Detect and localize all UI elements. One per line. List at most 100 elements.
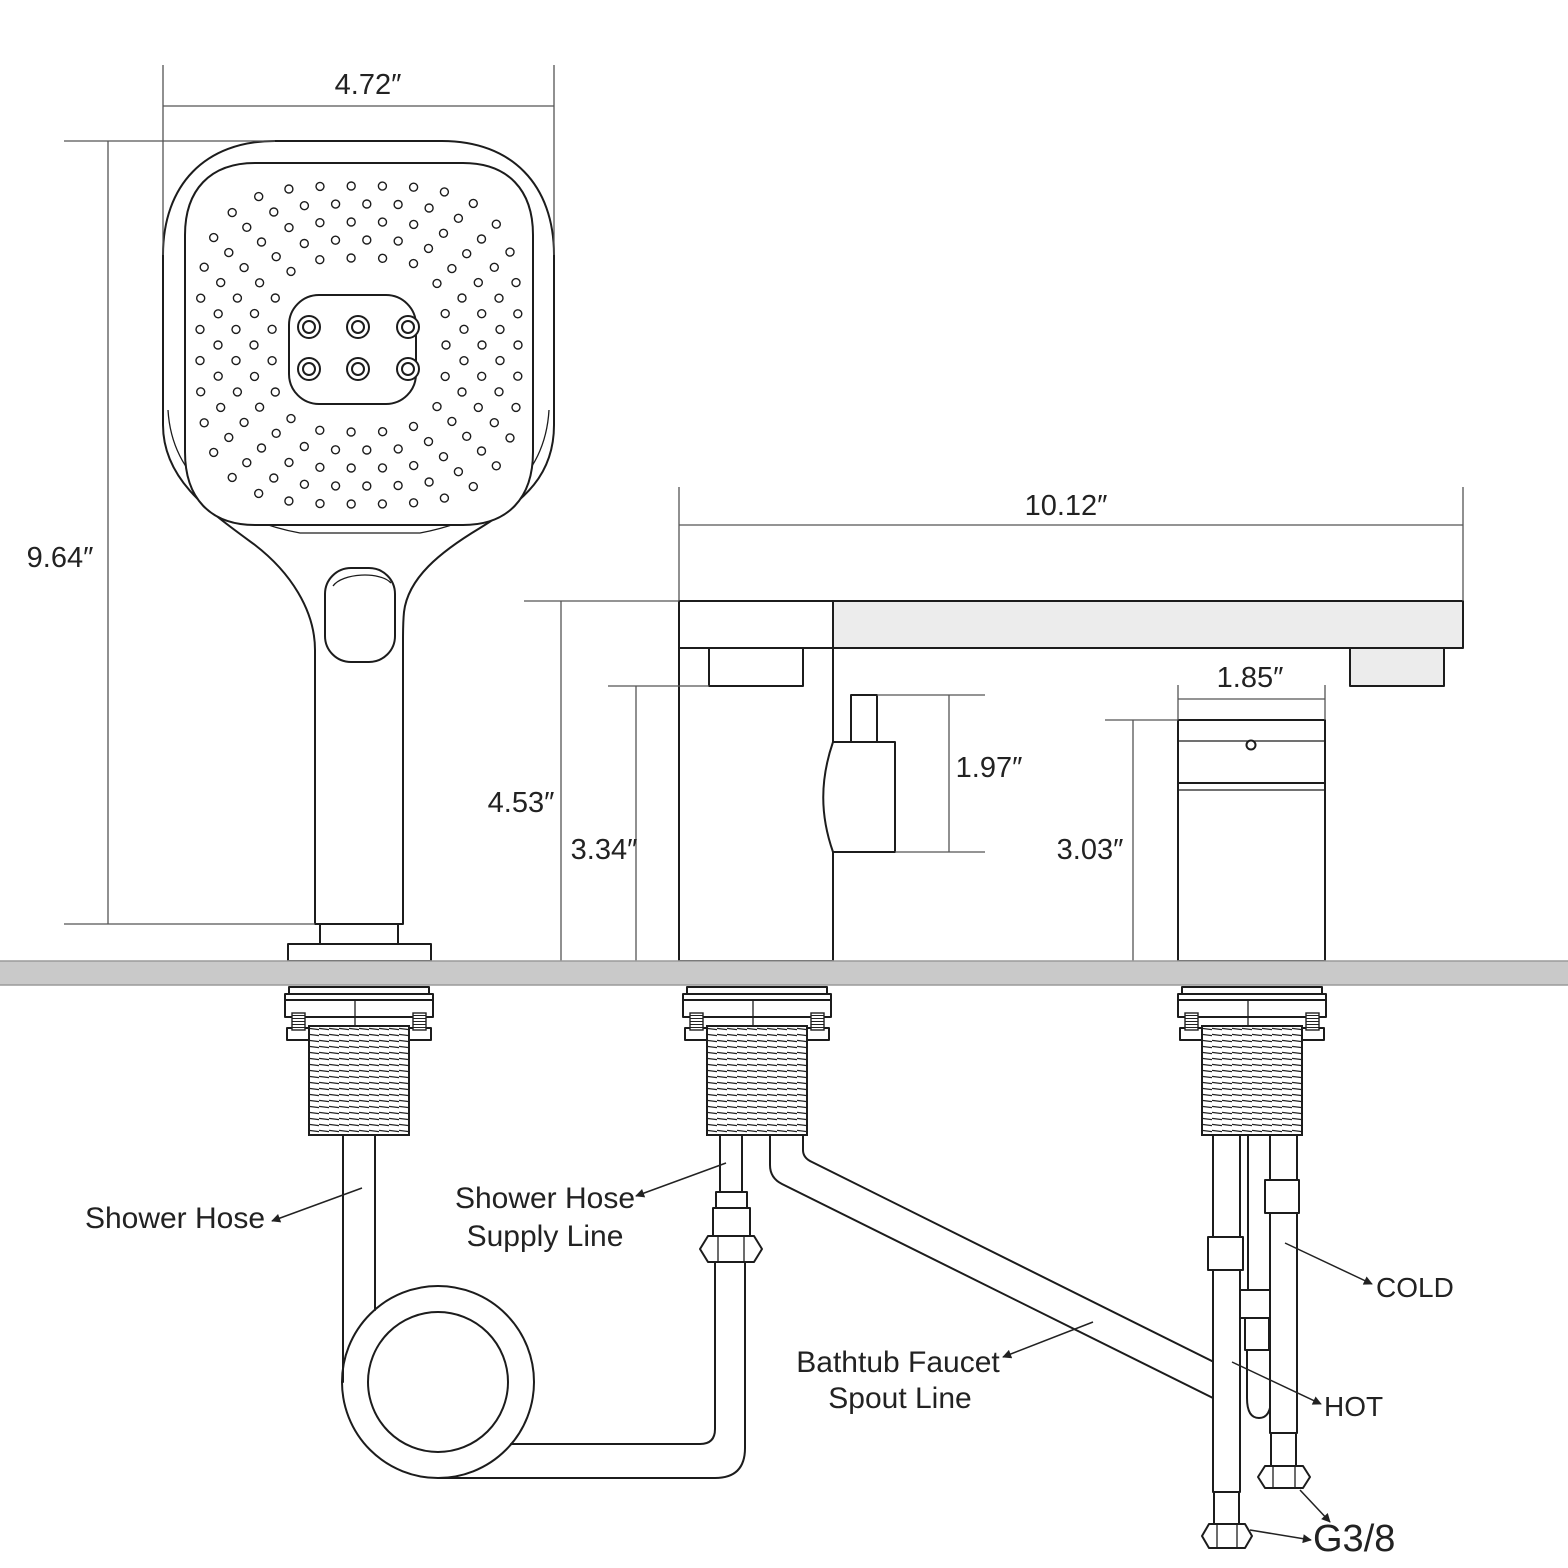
- cold-coupling: [1264, 1179, 1300, 1214]
- spray-hole: [227, 472, 237, 483]
- spray-hole: [441, 340, 451, 350]
- dimension-head-width: 4.72″: [162, 65, 555, 255]
- mount-bolt: [291, 1012, 306, 1031]
- spray-hole: [269, 473, 279, 483]
- label-spout-line-2: Spout Line: [828, 1382, 971, 1415]
- dimension-handle-height-text: 3.03″: [1057, 834, 1124, 866]
- spray-hole: [256, 237, 267, 247]
- dimension-diverter-height: 1.97″: [877, 694, 1022, 853]
- spout-return-coupling: [1237, 1289, 1272, 1319]
- spray-hole: [459, 356, 469, 366]
- handle-stem: [1177, 782, 1326, 962]
- callout-shower-hose: Shower Hose: [85, 1187, 363, 1235]
- handle-lever: [1177, 719, 1326, 784]
- spray-hole: [494, 293, 504, 303]
- spray-hole: [453, 467, 464, 477]
- tub-deck: [0, 960, 1568, 986]
- label-cold: COLD: [1376, 1272, 1454, 1303]
- spray-hole: [447, 263, 457, 274]
- spray-hole: [239, 417, 249, 428]
- supply-hex-nut: [699, 1235, 763, 1263]
- spray-hole: [213, 340, 223, 350]
- diverter-grip: [822, 741, 896, 853]
- spray-hole: [408, 258, 419, 269]
- callout-cold: COLD: [1284, 1242, 1454, 1303]
- dimension-handle-width: 1.85″: [1177, 662, 1326, 720]
- spray-hole: [330, 235, 341, 245]
- spray-hole: [491, 461, 501, 471]
- spray-hole: [453, 213, 464, 224]
- spray-hole: [513, 371, 523, 381]
- spray-hole: [438, 452, 449, 462]
- hot-end-fitting: [1213, 1491, 1240, 1525]
- jet-nozzle: [396, 315, 420, 339]
- spray-hole: [377, 217, 388, 227]
- spray-hole: [213, 371, 223, 381]
- spray-hole: [346, 181, 356, 191]
- spray-hole: [286, 413, 296, 424]
- spray-hole: [377, 253, 388, 263]
- spray-hole: [489, 418, 499, 428]
- threaded-shank: [1201, 1025, 1303, 1136]
- deck-mount-shower: [284, 986, 434, 1136]
- spray-hole: [440, 308, 450, 319]
- spray-hole: [249, 371, 260, 382]
- spray-hole: [299, 479, 310, 489]
- spray-hole: [315, 462, 325, 472]
- spray-hole: [267, 324, 277, 334]
- spray-hole: [393, 199, 403, 210]
- deck-mount-spout: [682, 986, 832, 1136]
- jet-nozzles: [297, 315, 420, 381]
- spray-hole: [330, 445, 341, 455]
- supply-fitting-neck: [715, 1191, 748, 1209]
- spray-hole: [495, 324, 505, 335]
- callout-arrow: [1231, 1361, 1322, 1405]
- spray-hole: [423, 243, 434, 254]
- callout-arrow: [635, 1162, 727, 1198]
- spray-hole: [346, 499, 356, 509]
- spray-hole: [239, 262, 249, 273]
- hand-shower: [162, 140, 555, 962]
- spray-hole: [408, 498, 419, 508]
- spray-hole: [346, 463, 356, 473]
- spray-hole: [423, 436, 434, 447]
- spray-hole: [269, 207, 279, 217]
- spray-hole: [468, 481, 478, 492]
- spout-return-neck: [1244, 1317, 1270, 1351]
- dimension-spout-length: 10.12″: [678, 487, 1464, 601]
- hot-hex-nut: [1201, 1523, 1253, 1549]
- spray-hole: [227, 207, 237, 218]
- spray-hole: [195, 324, 205, 335]
- spray-hole: [432, 401, 442, 412]
- dimension-spout-height: 4.53″: [488, 600, 679, 961]
- spray-hole: [393, 480, 403, 491]
- spray-hole: [362, 481, 372, 491]
- jet-nozzle: [396, 357, 420, 381]
- spray-hole: [195, 355, 205, 366]
- spout-outlet: [1349, 647, 1445, 687]
- spray-hole: [271, 428, 281, 438]
- spray-hole: [242, 458, 252, 468]
- label-supply-line-2: Supply Line: [467, 1220, 624, 1253]
- spray-hole: [505, 433, 515, 443]
- spray-hole: [489, 262, 499, 272]
- spray-hole: [231, 324, 241, 335]
- spray-hole: [409, 460, 419, 471]
- spray-hole: [505, 247, 515, 257]
- mount-bolt: [810, 1012, 825, 1031]
- spray-hole: [457, 387, 467, 397]
- tub-spout: [678, 600, 1464, 962]
- spray-hole: [284, 222, 294, 233]
- spray-hole: [195, 293, 206, 303]
- spray-hole: [439, 187, 450, 197]
- threaded-shank: [308, 1025, 410, 1136]
- spray-hole: [199, 418, 209, 428]
- spray-hole: [494, 387, 504, 397]
- jet-nozzle: [297, 315, 321, 339]
- cold-hex-nut: [1257, 1465, 1311, 1489]
- spray-hole: [208, 232, 219, 243]
- dimension-spout-height-text: 4.53″: [488, 787, 555, 819]
- spray-hole: [254, 191, 264, 202]
- shower-hose-supply-line: [699, 1134, 763, 1263]
- spray-hole: [249, 308, 260, 319]
